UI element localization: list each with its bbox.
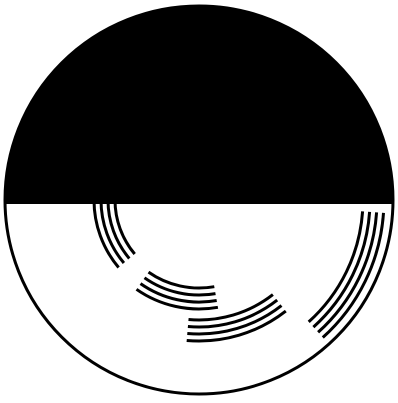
arc-stroke [115,200,135,254]
inner-bottom-arc-group [137,272,218,309]
filled-top-half [0,0,398,204]
outer-right-arc-group [309,211,384,337]
arc-stroke [188,300,277,327]
arc-stroke [189,295,273,320]
inner-left-arc-group [94,200,135,268]
arc-layer [94,200,384,341]
